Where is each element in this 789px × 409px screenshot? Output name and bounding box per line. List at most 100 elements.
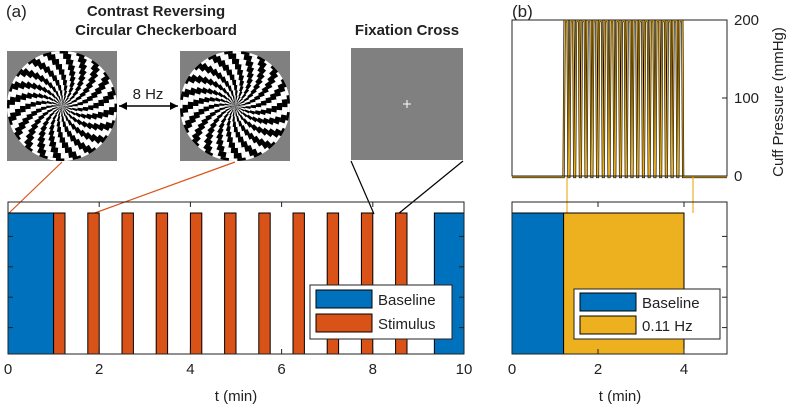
checker-segment [245, 60, 254, 68]
checker-segment [65, 120, 70, 127]
checker-segment [23, 138, 34, 148]
checker-segment [37, 68, 46, 77]
checker-segment [198, 103, 204, 110]
checker-segment [217, 150, 227, 158]
checker-segment [217, 91, 224, 98]
checker-segment [225, 108, 231, 113]
checker-segment [249, 80, 257, 88]
checker-segment [198, 97, 205, 104]
checker-segment [215, 120, 222, 127]
checker-segment [70, 88, 77, 95]
checker-segment [56, 115, 61, 122]
checker-segment [36, 96, 43, 102]
checker-segment [205, 71, 214, 80]
checker-segment [59, 106, 62, 111]
checker-segment [219, 103, 225, 106]
checker-segment [240, 64, 249, 72]
checker-segment [59, 95, 62, 101]
checker-segment [230, 106, 235, 110]
checker-segment [46, 100, 53, 105]
checker-segment [264, 81, 273, 90]
checker-segment [260, 127, 269, 136]
checker-segment [59, 90, 63, 96]
checker-segment [15, 74, 25, 84]
checker-segment [46, 107, 52, 111]
checker-segment [198, 62, 209, 72]
checker-segment [54, 85, 59, 92]
checker-segment [212, 55, 222, 64]
checker-segment [267, 86, 275, 95]
checker-segment [49, 111, 55, 117]
checker-segment [262, 117, 270, 125]
checker-segment [59, 116, 62, 122]
checker-segment [258, 113, 266, 120]
checker-segment [231, 58, 240, 65]
checker-segment [218, 115, 225, 122]
checker-segment [214, 100, 220, 105]
checker-segment [32, 131, 41, 140]
checker-segment [67, 113, 73, 119]
checker-segment [94, 134, 104, 145]
checker-segment [62, 103, 67, 106]
checker-segment [81, 110, 88, 116]
checker-segment [238, 115, 242, 122]
checker-segment [281, 107, 288, 116]
checker-segment [238, 58, 247, 66]
checker-segment [203, 101, 209, 107]
checker-segment [224, 58, 233, 66]
checker-segment [251, 129, 260, 138]
checker-segment [67, 119, 73, 126]
checker-segment [256, 138, 266, 147]
checker-segment [258, 81, 267, 90]
checker-segment [61, 106, 62, 112]
checker-segment [62, 100, 63, 106]
checker-segment [191, 132, 201, 143]
checker-segment [58, 58, 67, 65]
checker-segment [265, 108, 272, 115]
checker-segment [235, 90, 238, 96]
checker-segment [71, 116, 78, 123]
checker-segment [66, 85, 71, 92]
checker-segment [47, 110, 54, 115]
checker-segment [65, 109, 70, 115]
checker-segment [66, 108, 72, 112]
checker-segment [243, 110, 249, 116]
checker-segment [277, 83, 286, 93]
checker-segment [39, 89, 46, 96]
checker-segment [86, 122, 94, 130]
checker-segment [250, 56, 260, 65]
checker-segment [246, 66, 255, 74]
checker-segment [86, 95, 94, 102]
checker-segment [72, 83, 79, 90]
checker-segment [51, 101, 58, 105]
legend-swatch [579, 315, 637, 335]
checker-segment [279, 114, 287, 124]
checker-segment [53, 120, 58, 127]
checker-segment [226, 99, 232, 104]
checker-segment [71, 109, 77, 114]
checker-segment [59, 51, 69, 54]
checker-segment [85, 81, 94, 90]
checker-segment [28, 118, 36, 126]
checker-segment [269, 111, 277, 120]
checker-segment [51, 58, 60, 66]
checker-segment [261, 86, 269, 94]
checker-segment [55, 90, 59, 97]
checker-segment [227, 115, 232, 121]
checker-segment [225, 125, 231, 132]
checker-segment [76, 110, 83, 115]
checker-segment [87, 100, 94, 106]
checker-segment [188, 74, 198, 84]
checker-segment [77, 88, 84, 95]
checker-segment [96, 111, 104, 120]
checker-segment [226, 136, 233, 143]
checker-segment [62, 102, 67, 106]
checker-segment [230, 132, 236, 138]
checker-segment [220, 110, 227, 115]
checker-segment [54, 97, 59, 103]
checker-segment [203, 110, 211, 117]
checker-segment [96, 93, 104, 101]
checker-segment [74, 132, 82, 140]
connector-left-a [7, 161, 63, 215]
